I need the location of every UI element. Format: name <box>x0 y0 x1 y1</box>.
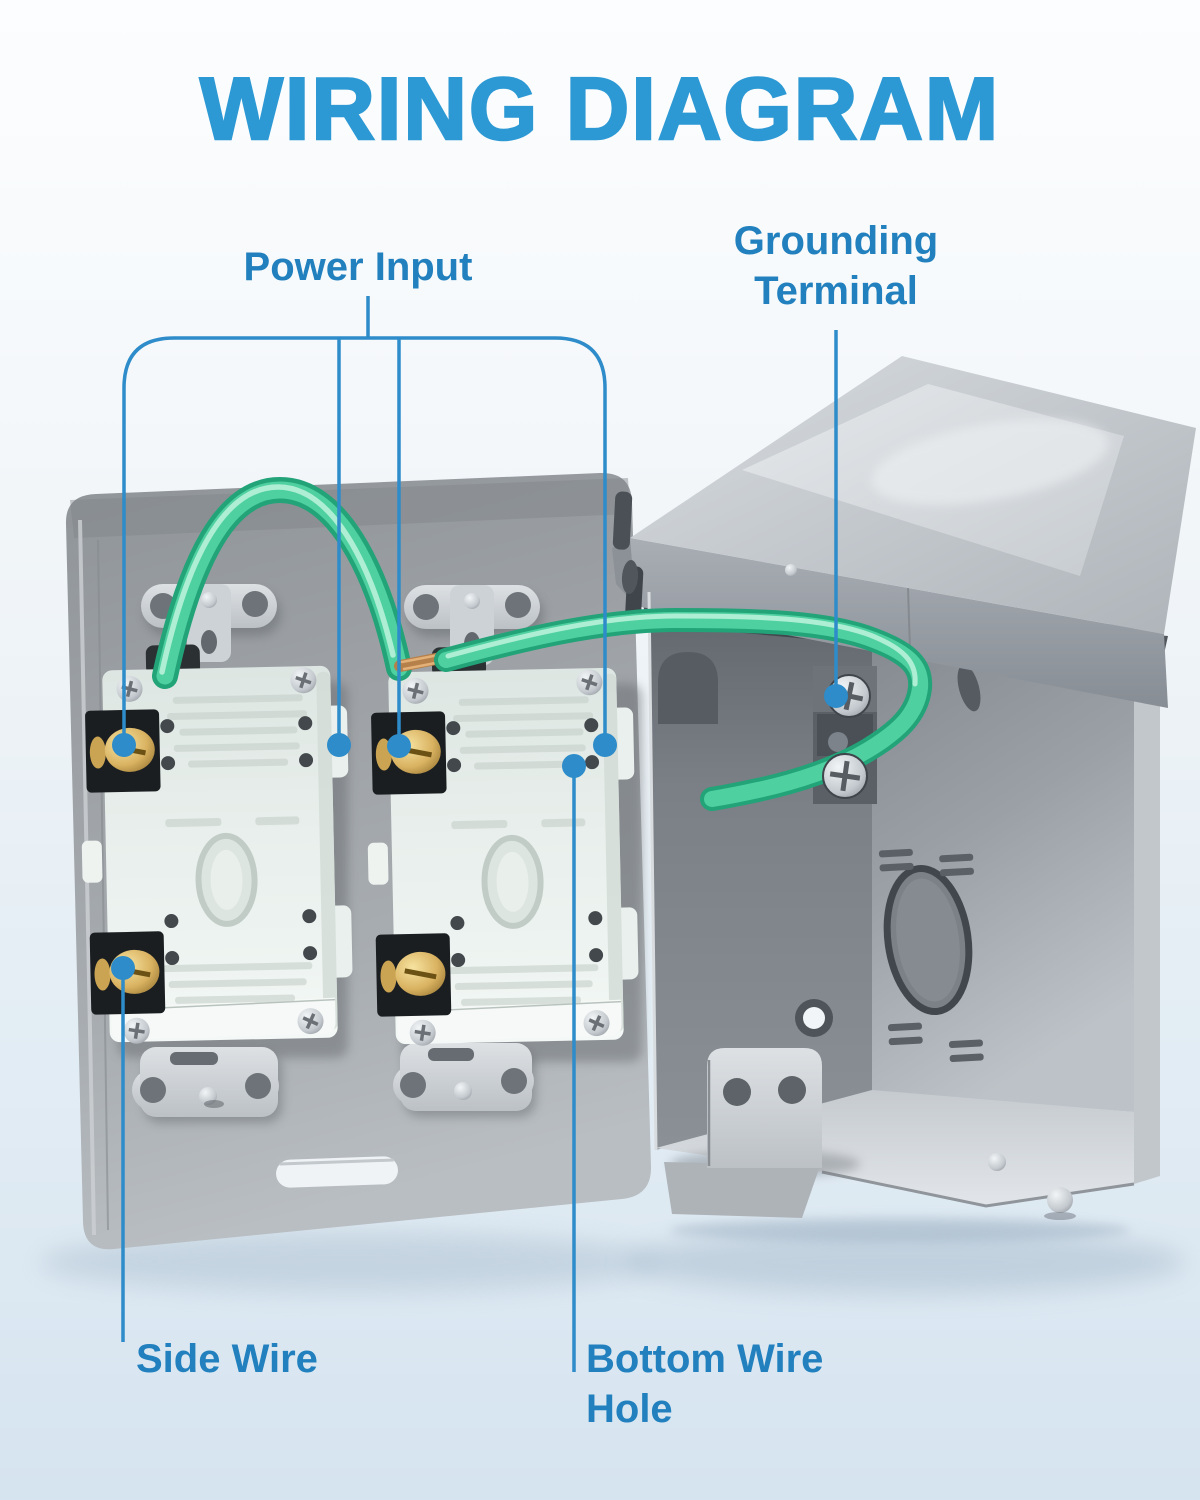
wire-pass-notch <box>658 652 718 724</box>
face-holes <box>160 716 318 966</box>
molded-text <box>448 696 599 1006</box>
side-terminals <box>371 711 452 1017</box>
dot-side-wire <box>111 956 135 980</box>
ground-shadow <box>40 1218 1185 1294</box>
enclosure-box <box>612 356 1196 1220</box>
mounting-bracket <box>664 1048 860 1218</box>
plate-slot <box>276 1156 398 1188</box>
molded-text <box>162 694 313 1004</box>
callout-power-input <box>122 296 607 746</box>
outlet-right <box>367 646 639 1046</box>
label-bottom-wire-hole: Bottom Wire Hole <box>586 1337 824 1431</box>
dot-grounding-terminal <box>824 684 848 708</box>
dot-power-input-2 <box>327 733 351 757</box>
outlet-left <box>81 644 353 1044</box>
callouts <box>121 296 838 1372</box>
ground-wire-to-terminal <box>434 607 933 811</box>
ground-wire-arch <box>152 476 412 689</box>
label-grounding-terminal: Grounding Terminal <box>733 219 939 313</box>
page-title: WIRING DIAGRAM <box>199 58 1001 160</box>
label-power-input: Power Input <box>243 245 473 289</box>
dot-power-input-4 <box>593 733 617 757</box>
dot-bottom-wire-hole <box>562 754 586 778</box>
hinges <box>612 491 644 619</box>
label-side-wire: Side Wire <box>136 1337 318 1381</box>
face-holes <box>446 718 604 968</box>
corner-screws <box>402 669 610 1046</box>
callout-dots <box>111 684 848 980</box>
dot-power-input-3 <box>387 734 411 758</box>
dot-power-input-1 <box>112 733 136 757</box>
